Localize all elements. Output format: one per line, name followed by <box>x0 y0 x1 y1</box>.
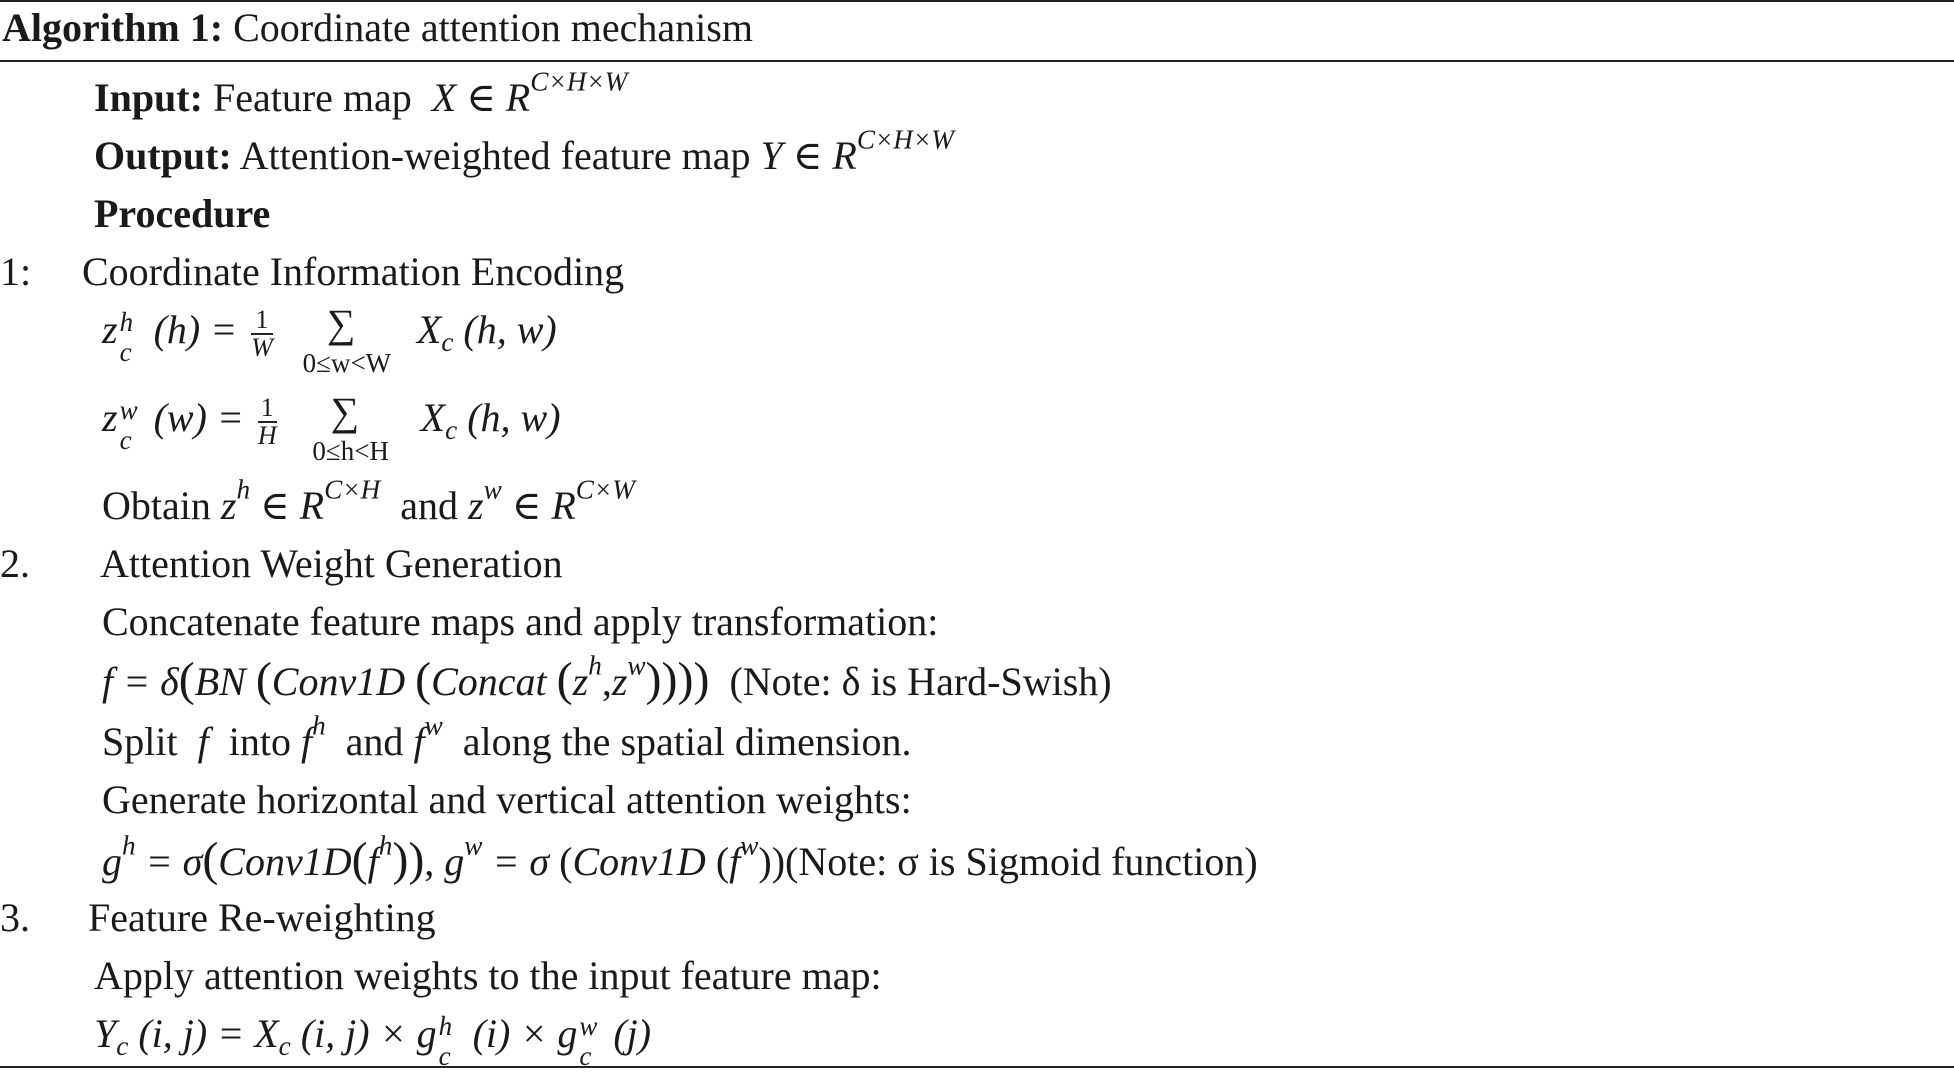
note-sigmoid: (Note: σ is Sigmoid function) <box>785 839 1258 884</box>
note-hard-swish: (Note: δ is Hard-Swish) <box>729 659 1112 704</box>
algorithm-title: Coordinate attention mechanism <box>233 5 753 50</box>
step-2-f-equation: f = δ(BN (Conv1D (Concat (zh,zw)))) (Not… <box>102 650 1112 706</box>
output-label: Output: <box>94 133 232 178</box>
top-rule <box>0 0 1954 2</box>
algorithm-label: Algorithm 1: <box>2 5 224 50</box>
step-3-apply-text: Apply attention weights to the input fea… <box>94 953 882 998</box>
step-1-number: 1: <box>0 249 32 294</box>
input-line: Input: Feature map X ∈ RC×H×W <box>94 68 627 122</box>
summation: ∑0≤w<W <box>302 301 392 378</box>
output-text: Attention-weighted feature map <box>239 133 751 178</box>
procedure-label: Procedure <box>94 191 271 236</box>
input-text: Feature map <box>212 75 412 120</box>
output-dims: C×H×W <box>856 124 954 155</box>
algorithm-header: Algorithm 1: Coordinate attention mechan… <box>2 4 753 52</box>
bottom-rule <box>0 1066 1954 1068</box>
output-line: Output: Attention-weighted feature map Y… <box>94 126 954 180</box>
step-2-concat-text: Concatenate feature maps and apply trans… <box>102 599 939 644</box>
input-math: X ∈ R <box>431 75 531 120</box>
input-dims: C×H×W <box>530 66 628 97</box>
step-2-number: 2. <box>0 541 30 586</box>
step-3-heading: Feature Re-weighting <box>88 895 436 940</box>
summation: ∑0≤h<H <box>312 389 389 466</box>
step-1-obtain: Obtain zh ∈ RC×H and zw ∈ RC×W <box>102 474 635 528</box>
step-2-split: Split f into fh and fw along the spatial… <box>102 710 912 764</box>
step-2-heading: Attention Weight Generation <box>100 541 563 586</box>
step-2-gen-text: Generate horizontal and vertical attenti… <box>102 777 912 822</box>
step-3-number: 3. <box>0 895 30 940</box>
step-2-g-equation: gh = σ(Conv1D(fh)), gw = σ (Conv1D (fw))… <box>102 830 1258 886</box>
step-1-heading: Coordinate Information Encoding <box>82 249 625 294</box>
header-rule <box>0 60 1954 62</box>
output-math: Y ∈ R <box>760 133 857 178</box>
input-label: Input: <box>94 75 203 120</box>
